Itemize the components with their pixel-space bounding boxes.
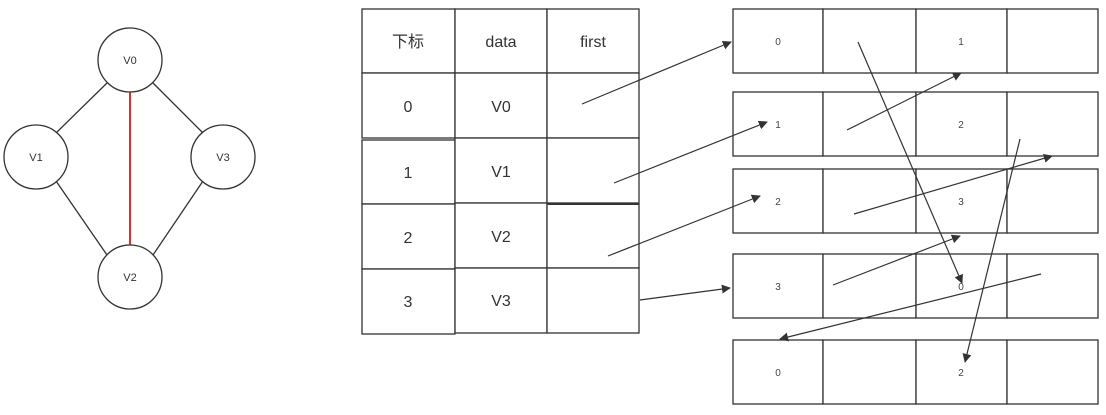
arrow-first-v1 — [613, 120, 768, 184]
edge-node-jvex: 2 — [958, 368, 964, 379]
edge-node-text: 0 1 1 2 2 3 3 0 0 2 — [775, 37, 964, 379]
edge-node-3 — [732, 253, 1099, 319]
arrow-first-v0 — [581, 40, 732, 105]
edge-node-4 — [732, 339, 1099, 405]
row-data: V0 — [491, 99, 511, 116]
header-index: 下标 — [392, 33, 424, 51]
edge-node-1 — [732, 91, 1099, 157]
row-index: 1 — [404, 165, 413, 182]
edge-node-ivex: 2 — [775, 197, 781, 208]
graph-edges — [55, 82, 204, 256]
arrow-first-v2 — [607, 194, 761, 257]
row-data: V1 — [491, 164, 511, 181]
arrow-link-e2-to-e1 — [853, 153, 1053, 215]
vertex-table — [361, 8, 640, 335]
graph-node-v1: V1 — [3, 124, 69, 190]
graph-node-label: V3 — [216, 152, 229, 164]
cell-first — [546, 137, 640, 204]
cell-first — [546, 203, 640, 269]
edge-v1-v2 — [55, 180, 108, 256]
edge-node-jvex: 0 — [958, 282, 964, 293]
vertex-table-text: 下标 data first 0 V0 1 V1 2 V2 3 V3 — [392, 33, 606, 311]
edge-v3-v2 — [152, 180, 204, 256]
row-index: 0 — [404, 99, 413, 116]
edge-node-jvex: 2 — [958, 120, 964, 131]
graph: V0 V1 V2 V3 — [3, 27, 256, 310]
row-index: 2 — [404, 230, 413, 247]
graph-node-v2: V2 — [97, 244, 163, 310]
cell-index — [361, 139, 456, 205]
edge-node-ivex: 0 — [775, 37, 781, 48]
cell-first — [546, 267, 640, 334]
cell-first — [546, 72, 640, 139]
edge-node-0 — [732, 8, 1099, 74]
edge-v0-v3 — [152, 82, 204, 134]
arrow-first-v3 — [639, 284, 731, 301]
arrow-link-e3-to-e2 — [832, 234, 961, 286]
edge-node-jvex: 3 — [958, 197, 964, 208]
cell-index — [361, 72, 456, 139]
cell-index — [361, 268, 456, 335]
pointer-arrows — [581, 40, 1053, 363]
row-index: 3 — [404, 294, 413, 311]
header-first: first — [580, 34, 606, 51]
graph-node-v3: V3 — [190, 124, 256, 190]
edge-v0-v1 — [55, 82, 108, 134]
edge-node-ivex: 0 — [775, 368, 781, 379]
edge-node-ivex: 3 — [775, 282, 781, 293]
row-data: V3 — [491, 293, 511, 310]
graph-node-label: V2 — [123, 272, 136, 284]
arrow-link-e0-to-e3 — [857, 41, 963, 284]
graph-node-label: V0 — [123, 55, 136, 67]
edge-node-jvex: 1 — [958, 37, 964, 48]
edge-node-2 — [732, 168, 1099, 234]
cell-data — [454, 202, 548, 269]
graph-node-label: V1 — [29, 152, 42, 164]
arrow-link-e1-to-e0 — [846, 72, 962, 131]
header-cell-first — [546, 8, 640, 74]
arrow-link-e1-to-e4 — [962, 138, 1021, 363]
header-data: data — [485, 34, 516, 51]
cell-data — [454, 72, 548, 139]
graph-node-v0: V0 — [97, 27, 163, 93]
edge-node-ivex: 1 — [775, 120, 781, 131]
arrow-link-e3-to-e4 — [779, 273, 1042, 342]
cell-data — [454, 267, 548, 334]
row-data: V2 — [491, 229, 511, 246]
